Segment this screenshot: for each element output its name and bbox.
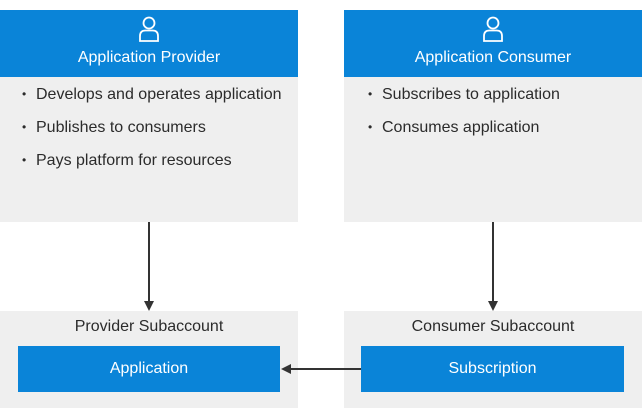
provider-subaccount-panel: Provider Subaccount Application bbox=[0, 311, 298, 408]
provider-subaccount-title: Provider Subaccount bbox=[74, 318, 224, 335]
consumer-bullet-list: Subscribes to application Consumes appli… bbox=[368, 84, 628, 150]
provider-bullet-1: Develops and operates application bbox=[22, 84, 282, 105]
provider-bullet-2: Publishes to consumers bbox=[22, 117, 282, 138]
provider-bullet-3: Pays platform for resources bbox=[22, 150, 282, 171]
user-icon bbox=[483, 16, 503, 42]
consumer-subaccount-panel: Consumer Subaccount Subscription bbox=[344, 311, 642, 408]
subscription-to-application-arrow bbox=[281, 364, 361, 374]
provider-details-panel: Develops and operates application Publis… bbox=[0, 77, 298, 222]
provider-header: Application Provider bbox=[0, 10, 298, 77]
consumer-title: Application Consumer bbox=[414, 49, 572, 66]
subscription-box: Subscription bbox=[361, 346, 624, 392]
consumer-bullet-1: Subscribes to application bbox=[368, 84, 628, 105]
consumer-header: Application Consumer bbox=[344, 10, 642, 77]
application-box: Application bbox=[18, 346, 280, 392]
provider-title: Application Provider bbox=[77, 49, 221, 66]
provider-bullet-list: Develops and operates application Publis… bbox=[22, 84, 282, 183]
consumer-subaccount-title: Consumer Subaccount bbox=[411, 318, 575, 335]
consumer-down-arrow bbox=[488, 222, 498, 311]
provider-down-arrow bbox=[144, 222, 154, 311]
user-icon bbox=[139, 16, 159, 42]
consumer-bullet-2: Consumes application bbox=[368, 117, 628, 138]
consumer-details-panel: Subscribes to application Consumes appli… bbox=[344, 77, 642, 222]
